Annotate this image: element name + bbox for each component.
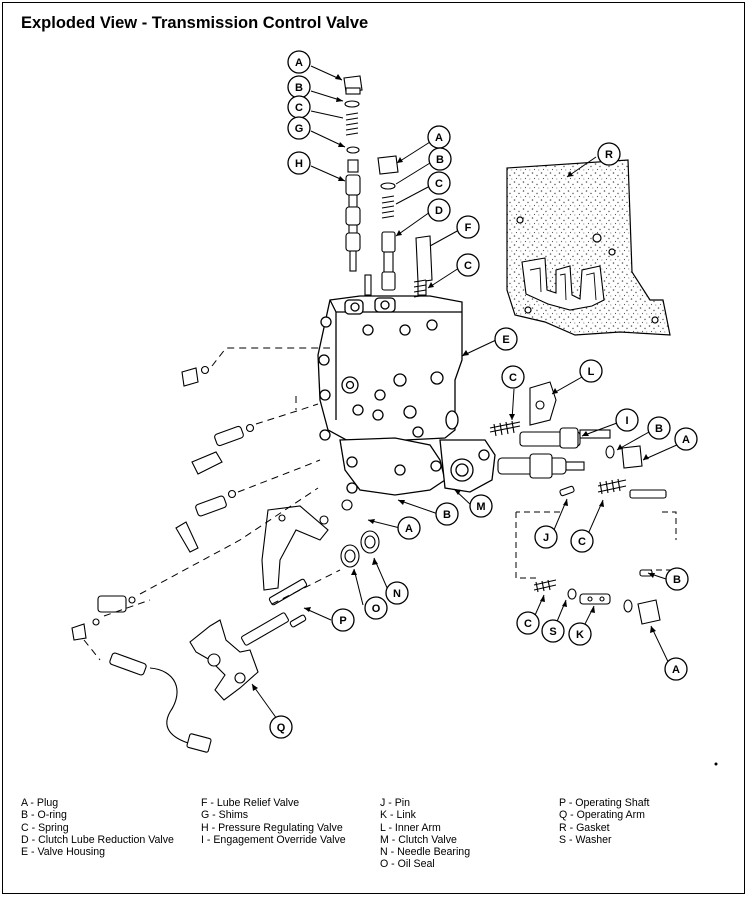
legend-item: B - O-ring	[21, 809, 67, 822]
callout-J: J	[543, 532, 549, 544]
dashed-leader-lines	[83, 347, 341, 661]
legend-column-2: F - Lube Relief Valve G - Shims H - Pres…	[201, 797, 346, 846]
callout-A: A	[295, 57, 303, 69]
legend-item: O - Oil Seal	[380, 858, 435, 871]
callout-O: O	[372, 603, 381, 615]
stray-dot	[714, 762, 718, 766]
callout-circles	[269, 50, 698, 739]
legend-column-4: P - Operating Shaft Q - Operating Arm R …	[559, 797, 650, 846]
legend-item: E - Valve Housing	[21, 846, 106, 859]
legend-column-3: J - Pin K - Link L - Inner Arm M - Clutc…	[380, 797, 470, 871]
gasket	[506, 159, 671, 336]
callout-L: L	[588, 366, 595, 378]
legend-item: I - Engagement Override Valve	[201, 833, 346, 846]
callout-B: B	[295, 82, 303, 94]
legend-item: D - Clutch Lube Reduction Valve	[21, 833, 174, 846]
callout-B: B	[655, 423, 663, 435]
callout-Q: Q	[277, 722, 286, 734]
callout-B: B	[436, 154, 444, 166]
callout-labels: A B C G H A B C D F C R E C L I B A M B …	[277, 57, 690, 734]
callout-N: N	[393, 588, 401, 600]
legend-item: S - Washer	[559, 833, 612, 846]
legend-item: H - Pressure Regulating Valve	[201, 821, 343, 834]
callout-C: C	[435, 178, 443, 190]
callout-D: D	[435, 205, 443, 217]
left-side-parts	[71, 365, 380, 753]
legend-item: M - Clutch Valve	[380, 833, 457, 846]
callout-E: E	[502, 334, 509, 346]
callout-S: S	[549, 626, 556, 638]
clutch-lube-reduction-valve-stack	[377, 155, 433, 298]
callout-C: C	[464, 260, 472, 272]
clutch-valve-assembly	[489, 381, 667, 625]
callout-I: I	[625, 415, 628, 427]
callout-A: A	[405, 523, 413, 535]
legend-item: K - Link	[380, 809, 416, 822]
legend-item: P - Operating Shaft	[559, 797, 650, 809]
callout-H: H	[295, 158, 303, 170]
legend-item: J - Pin	[380, 797, 411, 809]
callout-B: B	[443, 509, 451, 521]
callout-C: C	[295, 102, 303, 114]
legend-item: R - Gasket	[559, 821, 610, 834]
valve-housing	[317, 295, 496, 496]
callout-P: P	[339, 615, 346, 627]
legend-item: F - Lube Relief Valve	[201, 797, 300, 809]
callout-F: F	[465, 222, 472, 234]
legend-item: N - Needle Bearing	[380, 846, 471, 859]
pressure-regulating-valve-stack	[343, 75, 372, 296]
callout-arrowheads	[252, 74, 656, 691]
callout-C: C	[578, 536, 586, 548]
callout-R: R	[605, 149, 613, 161]
callout-B: B	[673, 574, 681, 586]
legend-item: A - Plug	[21, 797, 59, 809]
callout-K: K	[576, 629, 584, 641]
callout-M: M	[476, 501, 485, 513]
callout-C: C	[524, 618, 532, 630]
callout-A: A	[672, 664, 680, 676]
callout-A: A	[682, 434, 690, 446]
callout-A: A	[435, 132, 443, 144]
callout-C: C	[509, 372, 517, 384]
callout-G: G	[295, 123, 304, 135]
legend-item: Q - Operating Arm	[559, 809, 645, 822]
legend-column-1: A - Plug B - O-ring C - Spring D - Clutc…	[21, 797, 174, 858]
legend-item: L - Inner Arm	[380, 821, 441, 834]
legend-item: C - Spring	[21, 821, 69, 834]
page-title: Exploded View - Transmission Control Val…	[21, 14, 369, 32]
legend-item: G - Shims	[201, 809, 249, 822]
